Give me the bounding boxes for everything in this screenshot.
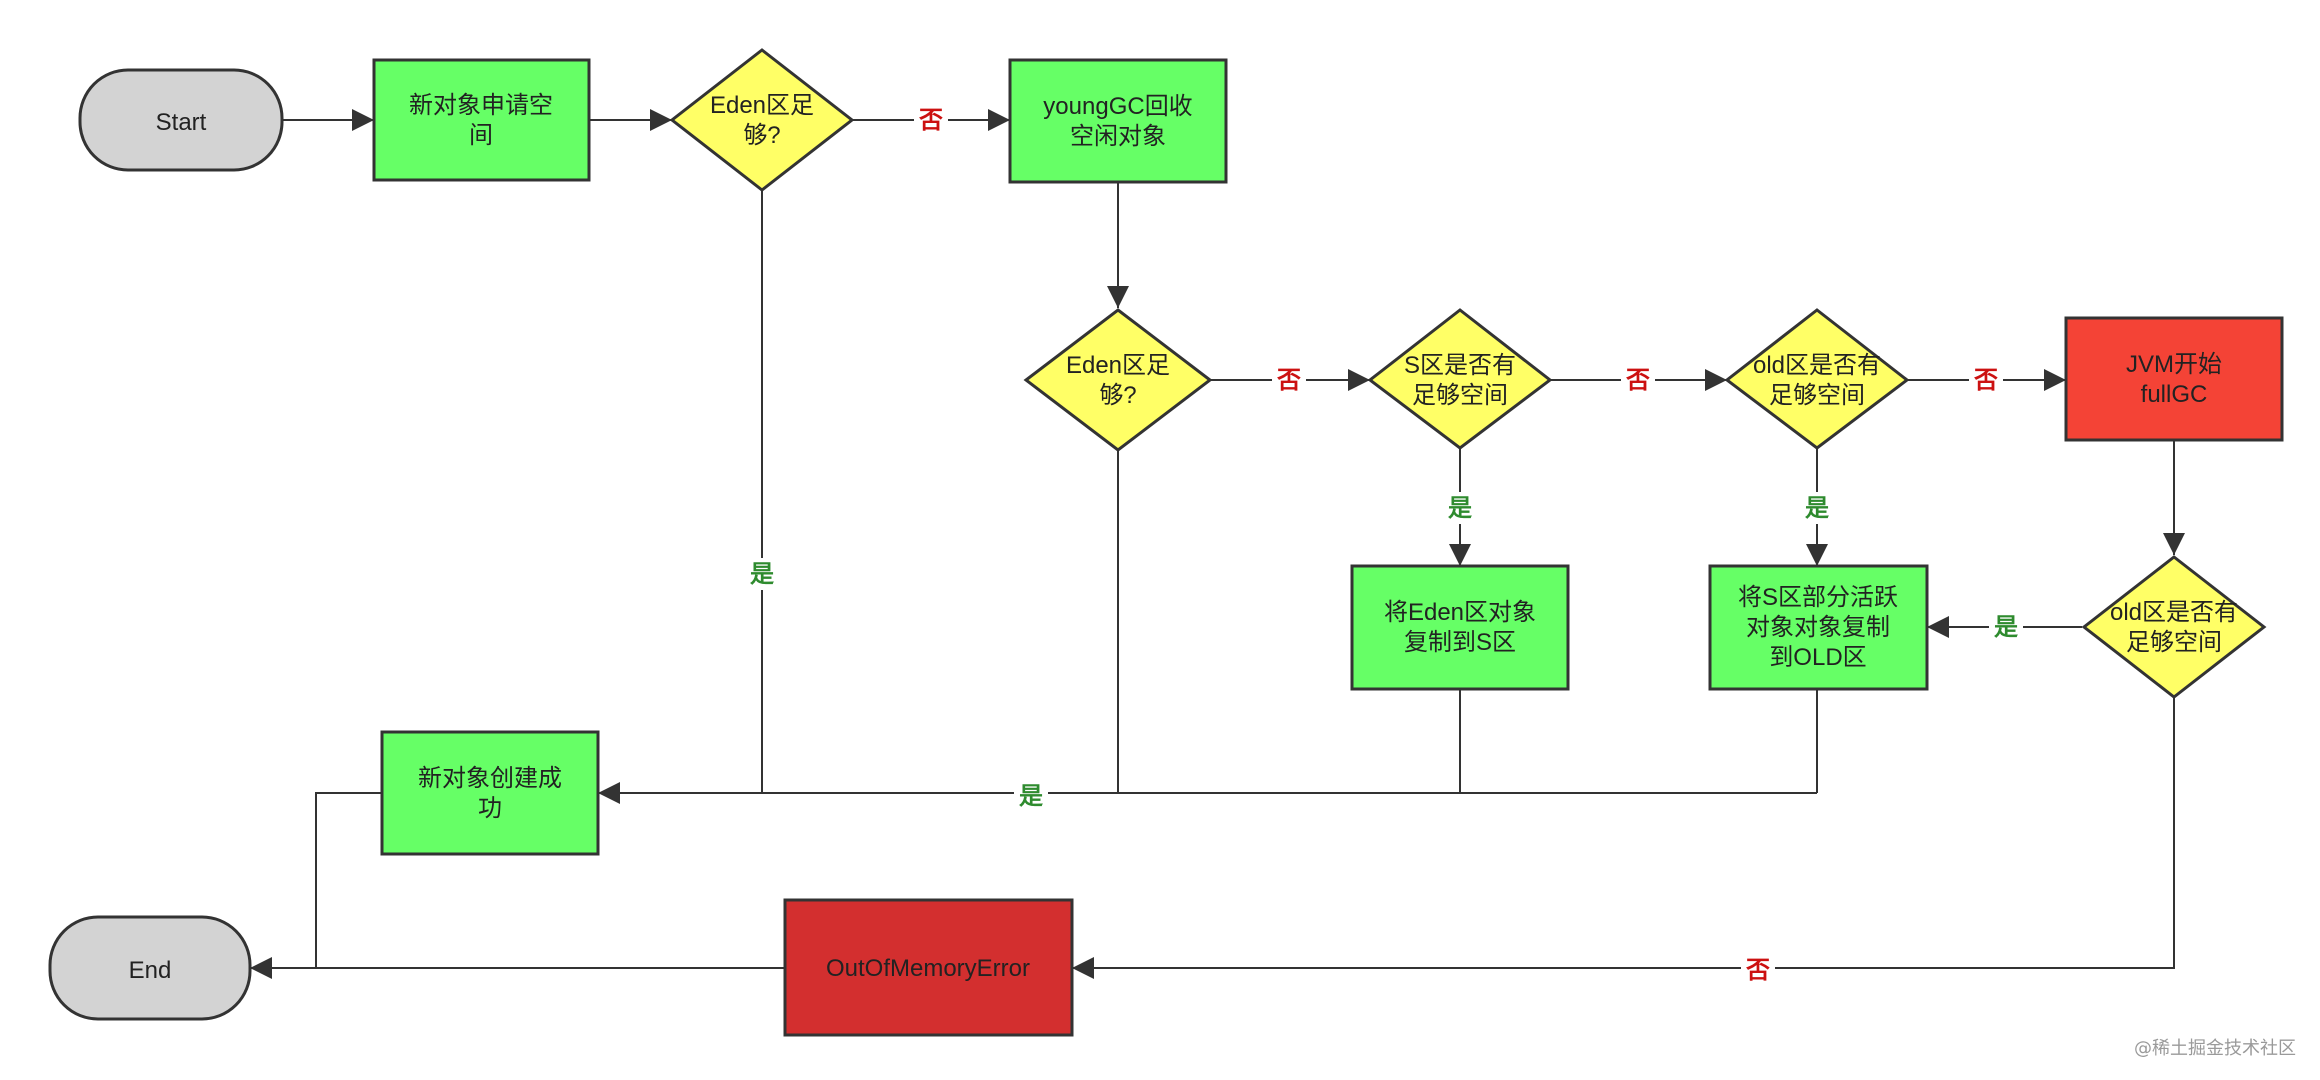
out-of-memory-error-box: OutOfMemoryError <box>783 898 1074 1037</box>
young-gc-box: youngGC回收空闲对象 <box>1008 58 1228 184</box>
node-text-line: 间 <box>469 122 493 149</box>
node-text-line: fullGC <box>2141 381 2208 408</box>
oom-error-label: OutOfMemoryError <box>826 955 1030 982</box>
label-eden-1-no: 否 <box>918 106 943 134</box>
node-text-line: 够? <box>743 122 780 149</box>
node-text-line: 功 <box>478 795 502 822</box>
node-text-line: 足够空间 <box>1769 382 1865 409</box>
label-old-check-1-yes: 是 <box>1805 494 1829 522</box>
node-text-line: Eden区足 <box>710 92 814 119</box>
s-area-check-decision: S区是否有足够空间 <box>1367 308 1553 450</box>
label-old-check-2-yes: 是 <box>1994 613 2018 641</box>
copy-s-to-old-box: 将S区部分活跃对象对象复制到OLD区 <box>1708 564 1929 691</box>
old-check-2-label: old区是否有足够空间 <box>2110 599 2238 656</box>
node-text-line: S区是否有 <box>1404 352 1516 379</box>
end-terminal: End <box>48 915 252 1021</box>
eden-check-1-decision: Eden区足够? <box>669 48 855 192</box>
old-check-1-label: old区是否有足够空间 <box>1753 352 1881 409</box>
s-check-label: S区是否有足够空间 <box>1404 352 1516 409</box>
node-text-line: 够? <box>1099 382 1136 409</box>
node-text-line: 将S区部分活跃 <box>1738 584 1898 611</box>
label-eden-2-no: 否 <box>1276 366 1301 394</box>
node-text-line: 新对象创建成 <box>418 765 562 792</box>
node-text-line: old区是否有 <box>2110 599 2238 626</box>
new-object-created-label: 新对象创建成功 <box>418 765 562 822</box>
copy-eden-to-s-label: 将Eden区对象复制到S区 <box>1384 599 1536 656</box>
node-text-line: youngGC回收 <box>1043 93 1192 120</box>
node-text-line: 复制到S区 <box>1404 629 1516 656</box>
old-area-check-1-decision: old区是否有足够空间 <box>1724 308 1910 450</box>
young-gc-label: youngGC回收空闲对象 <box>1043 93 1192 150</box>
copy-eden-to-s-box: 将Eden区对象复制到S区 <box>1350 564 1570 691</box>
new-object-request-box: 新对象申请空间 <box>372 58 591 182</box>
node-text-line: Eden区足 <box>1066 352 1170 379</box>
start-terminal: Start <box>78 68 284 172</box>
label-s-check-no: 否 <box>1625 366 1650 394</box>
start-label: Start <box>156 109 207 136</box>
label-s-check-yes: 是 <box>1448 494 1472 522</box>
node-text-line: 足够空间 <box>2126 629 2222 656</box>
node-text-line: Start <box>156 109 207 136</box>
new-object-created-box: 新对象创建成功 <box>380 730 600 856</box>
node-text-line: 足够空间 <box>1412 382 1508 409</box>
label-merge-yes: 是 <box>1019 782 1043 810</box>
node-text-line: old区是否有 <box>1753 352 1881 379</box>
eden-check-2-decision: Eden区足够? <box>1023 308 1213 452</box>
jvm-full-gc-label: JVM开始 fullGC <box>2126 351 2222 408</box>
old-area-check-2-decision: old区是否有足够空间 <box>2081 555 2267 699</box>
node-text-line: JVM开始 <box>2126 351 2222 378</box>
node-text-line: 将Eden区对象 <box>1384 599 1536 626</box>
node-text-line: End <box>129 957 172 984</box>
label-eden-1-yes: 是 <box>750 560 774 588</box>
node-text-line: OutOfMemoryError <box>826 955 1030 982</box>
node-text-line: 对象对象复制 <box>1746 614 1890 641</box>
edge-created-to-end <box>315 792 382 968</box>
node-text-line: 空闲对象 <box>1070 123 1166 150</box>
copy-s-to-old-label: 将S区部分活跃对象对象复制到OLD区 <box>1738 584 1898 671</box>
label-old-check-1-no: 否 <box>1973 366 1998 394</box>
node-text-line: 到OLD区 <box>1769 644 1866 671</box>
new-object-request-label: 新对象申请空间 <box>409 92 553 149</box>
end-label: End <box>129 957 172 984</box>
eden-check-2-label: Eden区足够? <box>1066 352 1170 409</box>
edge-old-check-2-to-oom <box>1072 697 2175 979</box>
eden-check-1-label: Eden区足够? <box>710 92 814 149</box>
node-text-line: 新对象申请空 <box>409 92 553 119</box>
label-old-check-2-no: 否 <box>1745 956 1770 984</box>
watermark-text: @稀土掘金技术社区 <box>2134 1038 2296 1059</box>
jvm-full-gc-box: JVM开始 fullGC <box>2064 316 2284 442</box>
